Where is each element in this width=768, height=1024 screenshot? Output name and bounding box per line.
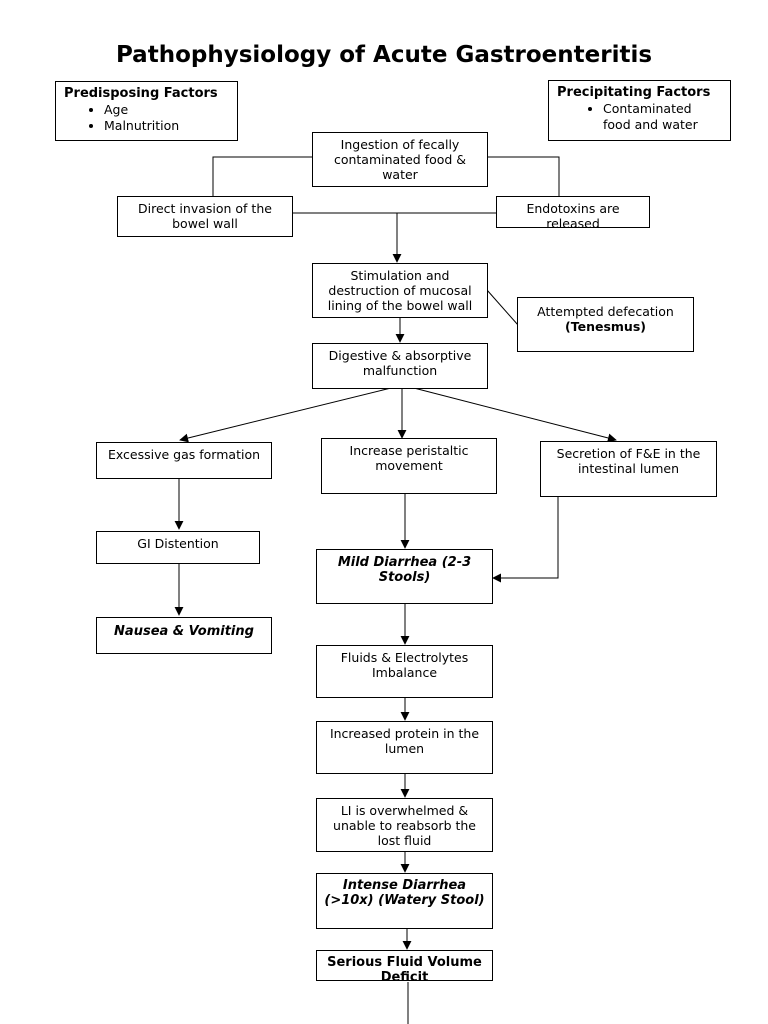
arrow-to-secretion — [409, 386, 617, 443]
node-attempted-defecation-label: Attempted defecation — [537, 304, 674, 319]
node-intense-diarrhea: Intense Diarrhea (>10x) (Watery Stool) — [316, 873, 493, 929]
node-protein: Increased protein in the lumen — [316, 721, 493, 774]
arrow-to-excessive-gas — [179, 386, 396, 443]
node-stimulation: Stimulation and destruction of mucosal l… — [312, 263, 488, 318]
connector-ingestion-to-endotoxins — [487, 156, 630, 198]
predisposing-list: Age Malnutrition — [64, 102, 229, 134]
node-intense-diarrhea-label: Intense Diarrhea (>10x) (Watery Stool) — [324, 878, 485, 908]
node-peristaltic-label: Increase peristaltic movement — [349, 443, 469, 473]
connector-to-tenesmus — [486, 289, 519, 326]
node-gi-distention-label: GI Distention — [137, 536, 219, 551]
node-stimulation-label: Stimulation and destruction of mucosal l… — [327, 268, 473, 313]
node-ingestion: Ingestion of fecally contaminated food &… — [312, 132, 488, 187]
predisposing-item: Age — [104, 102, 229, 118]
node-endotoxins: Endotoxins are released — [496, 196, 650, 228]
node-nausea-label: Nausea & Vomiting — [114, 624, 254, 639]
node-fluids: Fluids & Electrolytes Imbalance — [316, 645, 493, 698]
arrow-secretion-to-mild-diarrhea — [492, 490, 559, 583]
node-fluids-label: Fluids & Electrolytes Imbalance — [340, 650, 469, 680]
node-li-overwhelmed-label: LI is overwhelmed & unable to reabsorb t… — [333, 803, 476, 848]
node-protein-label: Increased protein in the lumen — [329, 726, 480, 756]
node-mild-diarrhea-label: Mild Diarrhea (2-3 Stools) — [337, 555, 472, 585]
node-excessive-gas: Excessive gas formation — [96, 442, 272, 479]
precipitating-item: Contaminated food and water — [603, 101, 722, 133]
node-excessive-gas-label: Excessive gas formation — [107, 447, 261, 462]
node-peristaltic: Increase peristaltic movement — [321, 438, 497, 494]
predisposing-item: Malnutrition — [104, 118, 229, 134]
node-li-overwhelmed: LI is overwhelmed & unable to reabsorb t… — [316, 798, 493, 852]
node-endotoxins-label: Endotoxins are released — [526, 201, 620, 228]
predisposing-factors-box: Predisposing Factors Age Malnutrition — [55, 81, 238, 141]
node-digestive-label: Digestive & absorptive malfunction — [328, 348, 472, 378]
precipitating-heading: Precipitating Factors — [557, 85, 711, 100]
predisposing-heading: Predisposing Factors — [64, 86, 218, 101]
node-serious-deficit-label: Serious Fluid Volume Deficit — [327, 955, 482, 981]
node-direct-invasion: Direct invasion of the bowel wall — [117, 196, 293, 237]
node-gi-distention: GI Distention — [96, 531, 260, 564]
node-direct-invasion-label: Direct invasion of the bowel wall — [138, 201, 272, 231]
precipitating-factors-box: Precipitating Factors Contaminated food … — [548, 80, 731, 141]
connector-ingestion-to-invasion — [117, 156, 312, 198]
node-secretion: Secretion of F&E in the intestinal lumen — [540, 441, 717, 497]
precipitating-list: Contaminated food and water — [557, 101, 722, 133]
node-mild-diarrhea: Mild Diarrhea (2-3 Stools) — [316, 549, 493, 604]
page-title: Pathophysiology of Acute Gastroenteritis — [115, 42, 653, 68]
node-secretion-label: Secretion of F&E in the intestinal lumen — [556, 446, 701, 476]
node-tenesmus-label: (Tenesmus) — [565, 319, 646, 334]
node-serious-deficit: Serious Fluid Volume Deficit — [316, 950, 493, 981]
node-digestive: Digestive & absorptive malfunction — [312, 343, 488, 389]
node-attempted-defecation: Attempted defecation (Tenesmus) — [517, 297, 694, 352]
node-ingestion-label: Ingestion of fecally contaminated food &… — [333, 137, 467, 182]
node-nausea: Nausea & Vomiting — [96, 617, 272, 654]
